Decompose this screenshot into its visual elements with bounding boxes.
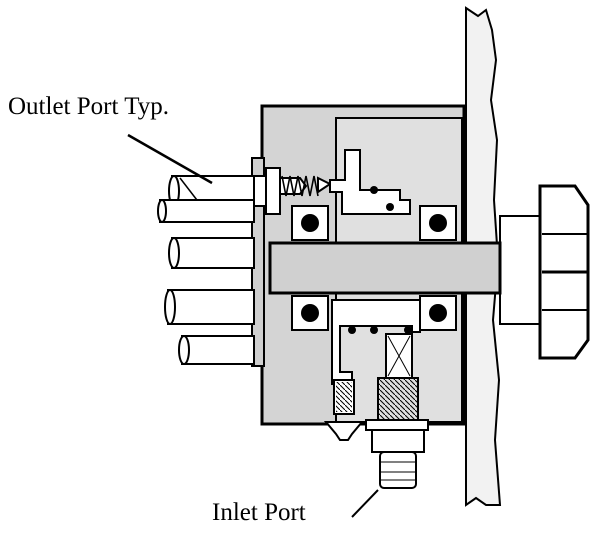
outlet-leader-line xyxy=(127,133,213,185)
outlet-fitting xyxy=(253,167,332,215)
inlet-fitting xyxy=(365,377,429,489)
outlet-tube xyxy=(168,237,255,269)
outlet-tube xyxy=(178,335,255,365)
lower-left-bearing xyxy=(291,295,329,331)
check-spring xyxy=(281,175,319,197)
upper-passage xyxy=(329,149,411,215)
upper-right-bearing xyxy=(419,205,457,241)
outlet-tube xyxy=(157,199,255,223)
seal xyxy=(404,326,412,334)
spring-chamber xyxy=(333,379,355,415)
outlet-tubes xyxy=(157,175,255,365)
seal xyxy=(370,186,378,194)
inlet-check-valve xyxy=(385,333,413,379)
hex-nut xyxy=(499,184,590,360)
seal xyxy=(370,326,378,334)
lower-right-bearing xyxy=(419,295,457,331)
seal xyxy=(348,326,356,334)
upper-left-bearing xyxy=(291,205,329,241)
main-shaft xyxy=(268,241,502,295)
outlet-port-label: Outlet Port Typ. xyxy=(8,93,169,120)
drain-plug xyxy=(323,421,365,441)
outlet-tube xyxy=(164,289,255,325)
inlet-leader-line xyxy=(351,489,379,518)
inlet-port-label: Inlet Port xyxy=(212,499,306,526)
seal xyxy=(386,203,394,211)
